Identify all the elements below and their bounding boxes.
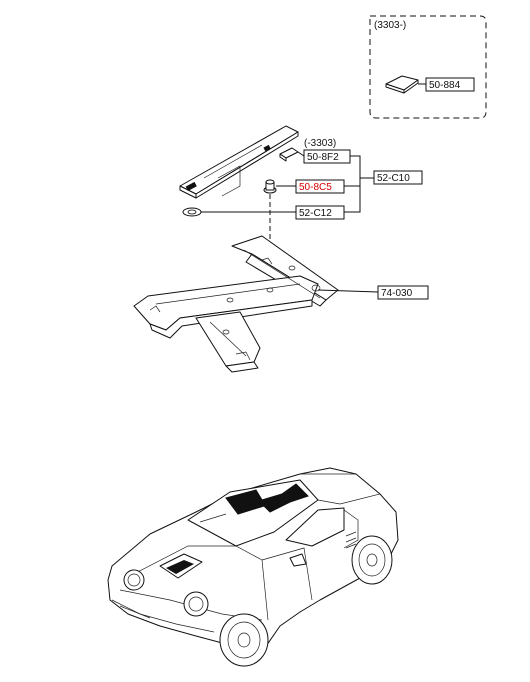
car-illustration	[107, 467, 399, 667]
grommet-part	[182, 207, 202, 217]
inset-panel: (3303-) 50-884	[369, 15, 487, 119]
inset-part-box[interactable]	[425, 77, 475, 92]
group-box[interactable]	[373, 170, 423, 185]
floor-tunnel	[133, 235, 339, 373]
tunnel-label[interactable]: 74-030	[381, 288, 413, 299]
callout-range-label: (-3303)	[304, 138, 336, 149]
callout-clip: (-3303) 50-8F2	[297, 138, 351, 164]
fastener-part	[263, 179, 277, 194]
clip-part	[279, 147, 299, 162]
tunnel-cover	[179, 125, 299, 199]
grommet-label[interactable]: 52-C12	[299, 208, 332, 219]
group-label[interactable]: 52-C10	[377, 173, 410, 184]
inset-range-label: (3303-)	[374, 20, 406, 31]
pad-part	[385, 75, 419, 94]
callout-group: 52-C10	[344, 155, 423, 213]
callout-grommet: 52-C12	[201, 205, 345, 220]
fastener-label[interactable]: 50-8C5	[299, 182, 332, 193]
clip-label[interactable]: 50-8F2	[307, 152, 339, 163]
callout-fastener: 50-8C5	[276, 179, 345, 194]
inset-part-label[interactable]: 50-884	[429, 80, 461, 91]
tunnel-box[interactable]	[377, 285, 429, 300]
callout-tunnel: 74-030	[317, 285, 429, 300]
